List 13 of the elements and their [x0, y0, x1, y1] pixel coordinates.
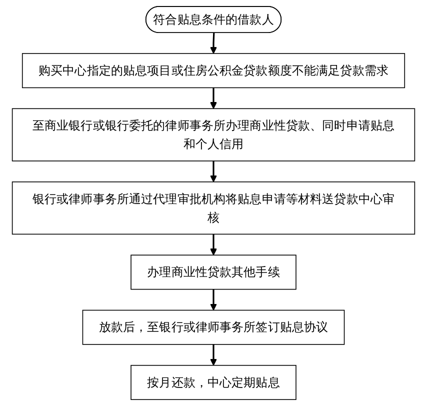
arrow	[210, 88, 218, 109]
process-box: 银行或律师事务所通过代理审批机构将贴息申请等材料送贷款中心审核	[12, 181, 416, 235]
start-terminal: 符合贴息条件的借款人	[145, 6, 282, 33]
arrow	[210, 160, 218, 182]
process-box: 办理商业性贷款其他手续	[130, 254, 296, 290]
process-box: 至商业银行或银行委托的律师事务所办理商业性贷款、同时申请贴息和个人信用	[12, 108, 416, 162]
arrow	[210, 344, 218, 366]
arrow	[210, 289, 218, 311]
arrow	[210, 32, 218, 54]
process-box: 购买中心指定的贴息项目或住房公积金贷款额度不能满足贷款需求	[22, 53, 406, 88]
process-box: 按月还款，中心定期贴息	[130, 364, 296, 400]
process-box: 放款后，至银行或律师事务所签订贴息协议	[82, 310, 345, 345]
arrow	[210, 234, 218, 256]
